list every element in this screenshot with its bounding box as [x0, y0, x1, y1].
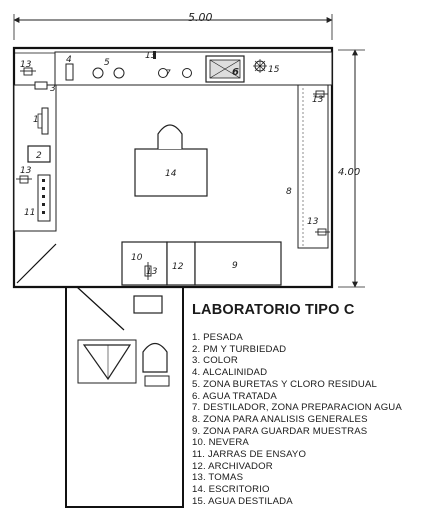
item-1-balance [41, 107, 49, 135]
item-4-equipment [65, 63, 74, 81]
item-3-color-device [34, 81, 48, 90]
legend-item: 10. NEVERA [192, 437, 249, 449]
legend-item: 7. DESTILADOR, ZONA PREPARACION AGUA [192, 402, 402, 414]
plan-label-13-b: 13 [145, 51, 157, 61]
plan-label-14: 14 [165, 169, 177, 179]
plan-label-13-f: 13 [146, 267, 158, 277]
plan-label-9: 9 [232, 261, 238, 271]
plan-label-3: 3 [50, 84, 56, 94]
item-11-jar-dots [42, 179, 45, 214]
legend-item: 9. ZONA PARA GUARDAR MUESTRAS [192, 425, 368, 437]
width-dimension: 5.00 [13, 11, 333, 40]
plan-label-8: 8 [286, 187, 292, 197]
legend-item: 14. ESCRITORIO [192, 484, 270, 496]
item-9-sample-storage [194, 241, 282, 286]
legend-panel: LABORATORIO TIPO C 1. PESADA 2. PM Y TUR… [192, 302, 417, 508]
plan-label-1: 1 [33, 115, 39, 125]
legend-item: 13. TOMAS [192, 472, 244, 484]
legend-item: 4. ALCALINIDAD [192, 367, 268, 379]
outlet-icon-left-mid [16, 175, 32, 184]
plan-label-10: 10 [131, 253, 143, 263]
plan-label-7: 7 [165, 69, 171, 79]
plan-label-11: 11 [24, 208, 35, 218]
annex-chair-seat [144, 375, 170, 387]
legend-item: 5. ZONA BURETAS Y CLORO RESIDUAL [192, 378, 378, 390]
height-label: 4.00 [338, 167, 360, 178]
item-5-burette-b [113, 67, 125, 79]
item-7-distiller-b [182, 68, 192, 78]
outlet-icon-right-top [313, 90, 328, 98]
plan-label-4: 4 [66, 55, 72, 65]
annex-sink [82, 344, 132, 381]
annex-door-swing [76, 286, 125, 331]
item-15-distilled-water-icon [253, 59, 267, 73]
legend-item: 1. PESADA [192, 332, 243, 343]
width-label: 5.00 [188, 11, 213, 24]
main-door-swing [16, 243, 57, 284]
plan-label-15: 15 [268, 65, 280, 75]
legend-item: 8. ZONA PARA ANALISIS GENERALES [192, 413, 368, 425]
top-counter [54, 51, 333, 86]
legend-item: 3. COLOR [192, 355, 238, 367]
outlet-icon-top [153, 51, 156, 59]
plan-label-13-d: 13 [312, 95, 324, 105]
legend-item: 2. PM Y TURBIEDAD [192, 343, 287, 355]
legend-item: 15. AGUA DESTILADA [192, 495, 293, 507]
item-5-burette-a [92, 67, 104, 79]
annex-chair [142, 342, 168, 373]
legend-list: 1. PESADA 2. PM Y TURBIEDAD 3. COLOR 4. … [192, 332, 417, 508]
plan-label-6: 6 [232, 67, 239, 78]
plan-label-12: 12 [172, 262, 184, 272]
legend-item: 6. AGUA TRATADA [192, 390, 277, 402]
height-dimension: 4.00 [338, 49, 365, 288]
plan-label-13-c: 13 [20, 166, 32, 176]
item-14-desk [134, 148, 208, 197]
outlet-icon-right-bottom [315, 228, 330, 236]
item-14-chair [157, 124, 183, 149]
outlet-icon-bottom [144, 262, 152, 280]
annex-box [133, 295, 163, 314]
item-12-file-cabinet [166, 241, 196, 286]
item-7-distiller-a [158, 68, 168, 78]
plan-label-5: 5 [104, 58, 110, 68]
plan-label-13-a: 13 [20, 60, 32, 70]
legend-item: 11. JARRAS DE ENSAYO [192, 449, 307, 461]
plan-label-13-e: 13 [307, 217, 319, 227]
item-2-ph-turbidity-box [27, 145, 51, 163]
item-10-refrigerator [121, 241, 168, 286]
annex-room-wall [65, 287, 184, 508]
outlet-icon-left-top [20, 67, 36, 76]
page-title: LABORATORIO TIPO C [192, 302, 355, 318]
legend-item: 12. ARCHIVADOR [192, 460, 273, 472]
plan-label-2: 2 [36, 151, 42, 161]
